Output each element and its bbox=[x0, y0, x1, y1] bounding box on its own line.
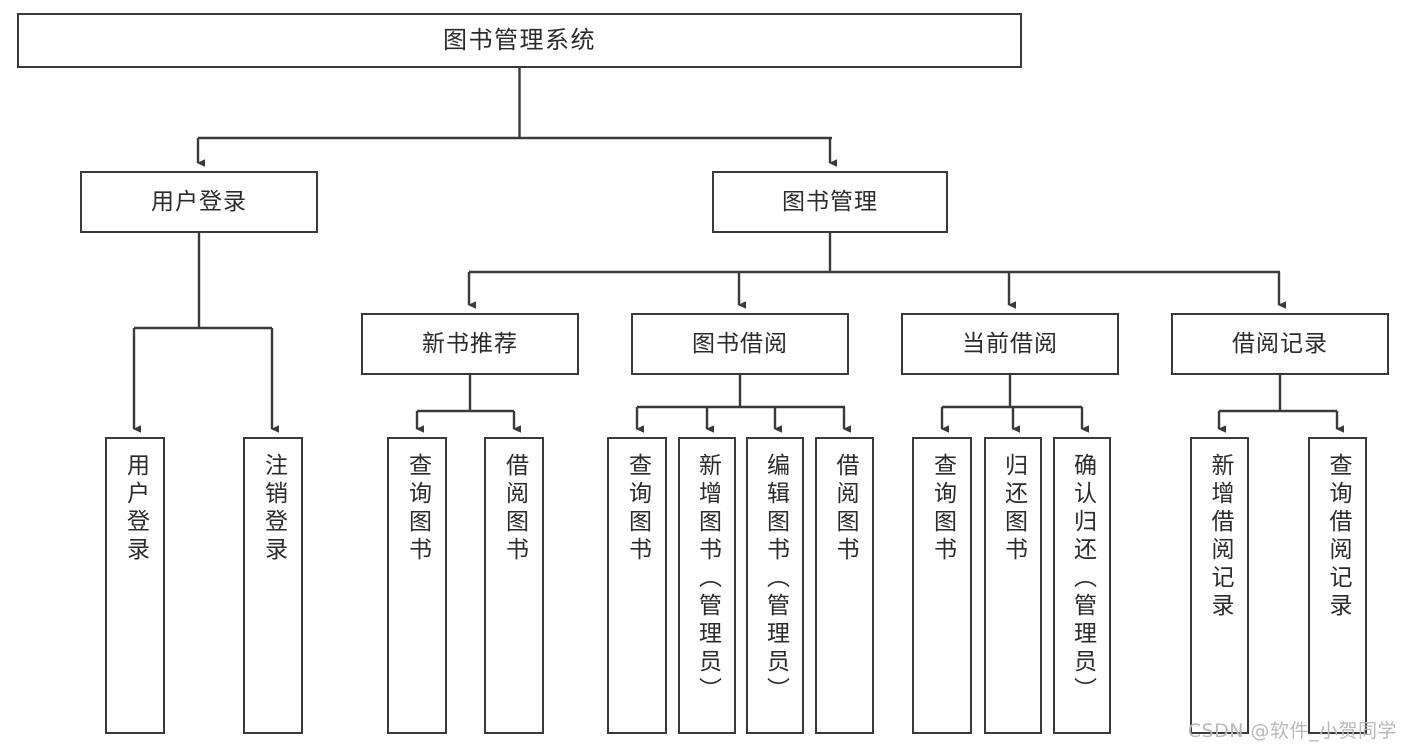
node-leaf-8-label: 查询图书 bbox=[929, 453, 956, 565]
node-level2-0-label: 新书推荐 bbox=[422, 330, 518, 357]
node-leaf-4[interactable]: 查询图书 bbox=[607, 437, 667, 734]
node-root[interactable]: 图书管理系统 bbox=[17, 13, 1022, 68]
node-leaf-9[interactable]: 归还图书 bbox=[984, 437, 1042, 734]
node-leaf-9-label: 归还图书 bbox=[1000, 453, 1027, 565]
node-leaf-6[interactable]: 编辑图书（管理员） bbox=[746, 437, 804, 734]
node-level2-1-label: 图书借阅 bbox=[692, 330, 788, 357]
node-leaf-1-label: 注销登录 bbox=[260, 453, 287, 565]
node-level1-0-label: 用户登录 bbox=[151, 188, 247, 215]
node-leaf-5[interactable]: 新增图书（管理员） bbox=[678, 437, 736, 734]
node-leaf-10[interactable]: 确认归还（管理员） bbox=[1053, 437, 1111, 734]
node-leaf-8[interactable]: 查询图书 bbox=[912, 437, 972, 734]
node-leaf-10-label: 确认归还（管理员） bbox=[1069, 453, 1096, 705]
node-leaf-0[interactable]: 用户登录 bbox=[105, 437, 165, 734]
node-leaf-3-label: 借阅图书 bbox=[501, 453, 528, 565]
node-leaf-5-label: 新增图书（管理员） bbox=[694, 453, 721, 705]
node-leaf-4-label: 查询图书 bbox=[624, 453, 651, 565]
node-leaf-11[interactable]: 新增借阅记录 bbox=[1190, 437, 1249, 734]
node-level1-0[interactable]: 用户登录 bbox=[80, 171, 318, 233]
node-leaf-2-label: 查询图书 bbox=[404, 453, 431, 565]
node-leaf-11-label: 新增借阅记录 bbox=[1207, 453, 1233, 621]
node-leaf-7[interactable]: 借阅图书 bbox=[815, 437, 874, 734]
node-level2-0[interactable]: 新书推荐 bbox=[361, 313, 579, 375]
node-leaf-2[interactable]: 查询图书 bbox=[387, 437, 447, 734]
node-leaf-12[interactable]: 查询借阅记录 bbox=[1308, 437, 1367, 734]
node-leaf-7-label: 借阅图书 bbox=[832, 453, 858, 565]
node-leaf-1[interactable]: 注销登录 bbox=[243, 437, 303, 734]
node-level2-3[interactable]: 借阅记录 bbox=[1171, 313, 1389, 375]
node-level1-1[interactable]: 图书管理 bbox=[712, 171, 948, 233]
node-level1-1-label: 图书管理 bbox=[782, 188, 878, 215]
node-leaf-3[interactable]: 借阅图书 bbox=[484, 437, 544, 734]
node-leaf-6-label: 编辑图书（管理员） bbox=[762, 453, 789, 705]
node-level2-3-label: 借阅记录 bbox=[1232, 330, 1328, 357]
node-level2-1[interactable]: 图书借阅 bbox=[631, 313, 849, 375]
node-leaf-12-label: 查询借阅记录 bbox=[1325, 453, 1351, 621]
node-root-label: 图书管理系统 bbox=[443, 25, 596, 54]
node-level2-2[interactable]: 当前借阅 bbox=[901, 313, 1119, 375]
watermark: CSDN @软件_小贺同学 bbox=[1187, 720, 1397, 742]
node-level2-2-label: 当前借阅 bbox=[962, 330, 1058, 357]
node-leaf-0-label: 用户登录 bbox=[122, 453, 149, 565]
